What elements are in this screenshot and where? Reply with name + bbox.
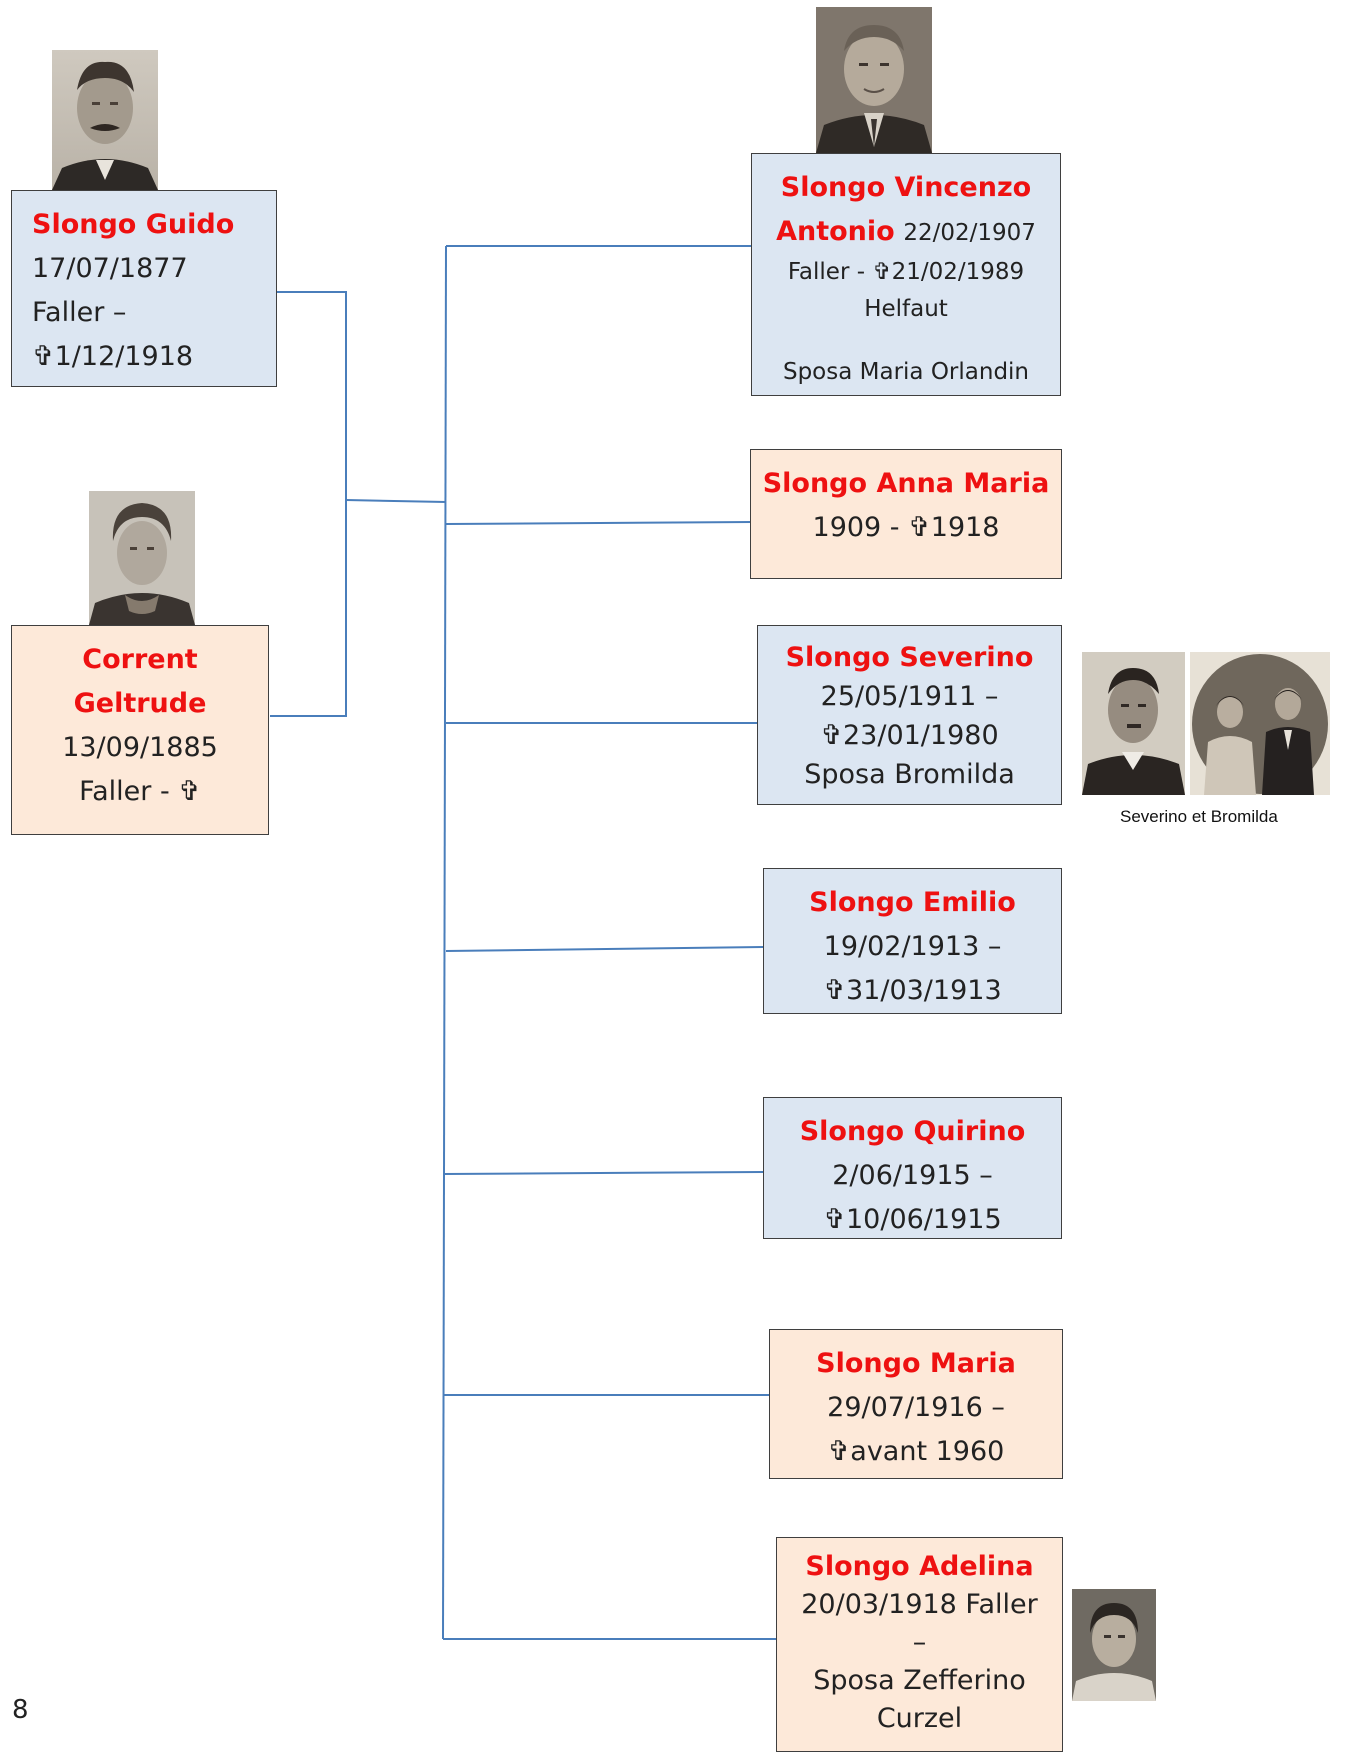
- birthplace: Faller –: [32, 297, 127, 328]
- dash: –: [912, 1627, 927, 1658]
- birth-date: 22/02/1907: [903, 220, 1036, 246]
- child-box-quirino: Slongo Quirino 2/06/1915 – ✞10/06/1915: [763, 1097, 1062, 1239]
- birth-date: 17/07/1877: [32, 253, 188, 284]
- child-box-emilio: Slongo Emilio 19/02/1913 – ✞31/03/1913: [763, 868, 1062, 1014]
- person-name: Slongo Maria: [816, 1348, 1016, 1379]
- severino-portrait-photo: [1082, 652, 1185, 795]
- guido-portrait-photo: [52, 50, 158, 190]
- severino-bromilda-couple-photo: [1190, 652, 1330, 795]
- birth-date: 13/09/1885: [62, 732, 218, 763]
- spouse-line1: Sposa Zefferino: [813, 1665, 1026, 1696]
- person-name-line2: Geltrude: [73, 688, 207, 719]
- death-date: ✞31/03/1913: [823, 975, 1002, 1006]
- birth-date: 19/02/1913 –: [823, 931, 1002, 962]
- death-date: ✞1/12/1918: [32, 341, 194, 372]
- person-name: Slongo Severino: [785, 642, 1034, 673]
- spouse-line2: Curzel: [876, 1703, 963, 1734]
- birth-date-place: 20/03/1918 Faller: [801, 1589, 1038, 1620]
- vincenzo-portrait-photo: [816, 7, 932, 153]
- person-name-line1: Slongo Vincenzo: [780, 172, 1032, 203]
- death-date: ✞avant 1960: [827, 1436, 1005, 1467]
- child-box-vincenzo: Slongo Vincenzo Antonio 22/02/1907 Falle…: [751, 153, 1061, 396]
- child-box-anna-maria: Slongo Anna Maria 1909 - ✞1918: [750, 449, 1062, 579]
- birthplace-death: Faller - ✞: [79, 776, 201, 807]
- adelina-portrait-photo: [1072, 1589, 1156, 1701]
- photo-caption: Severino et Bromilda: [1120, 807, 1278, 826]
- spouse: Sposa Bromilda: [804, 759, 1015, 790]
- life-dates: 1909 - ✞1918: [812, 512, 1000, 543]
- death-place: Helfaut: [864, 296, 948, 322]
- birth-date: 2/06/1915 –: [832, 1160, 993, 1191]
- death-date: ✞10/06/1915: [823, 1204, 1002, 1235]
- person-name: Slongo Emilio: [809, 887, 1016, 918]
- child-box-severino: Slongo Severino 25/05/1911 – ✞23/01/1980…: [757, 625, 1062, 805]
- person-name: Slongo Adelina: [805, 1551, 1034, 1582]
- person-name: Slongo Guido: [32, 209, 235, 240]
- birth-date: 29/07/1916 –: [827, 1392, 1005, 1423]
- parent-box-geltrude: Corrent Geltrude 13/09/1885 Faller - ✞: [11, 625, 269, 835]
- spouse: Sposa Maria Orlandin: [782, 359, 1030, 385]
- page-number: 8: [12, 1695, 29, 1725]
- birthplace-death: Faller - ✞21/02/1989: [787, 259, 1025, 285]
- death-date: ✞23/01/1980: [820, 720, 999, 751]
- child-box-maria: Slongo Maria 29/07/1916 – ✞avant 1960: [769, 1329, 1063, 1479]
- person-name-line2: Antonio: [776, 216, 895, 247]
- person-name-line1: Corrent: [82, 644, 198, 675]
- birth-date: 25/05/1911 –: [820, 681, 999, 712]
- child-box-adelina: Slongo Adelina 20/03/1918 Faller – Sposa…: [776, 1537, 1063, 1752]
- person-name: Slongo Anna Maria: [762, 468, 1050, 499]
- geltrude-portrait-photo: [89, 491, 195, 625]
- person-name: Slongo Quirino: [799, 1116, 1026, 1147]
- parent-box-guido: Slongo Guido 17/07/1877 Faller – ✞1/12/1…: [11, 190, 277, 387]
